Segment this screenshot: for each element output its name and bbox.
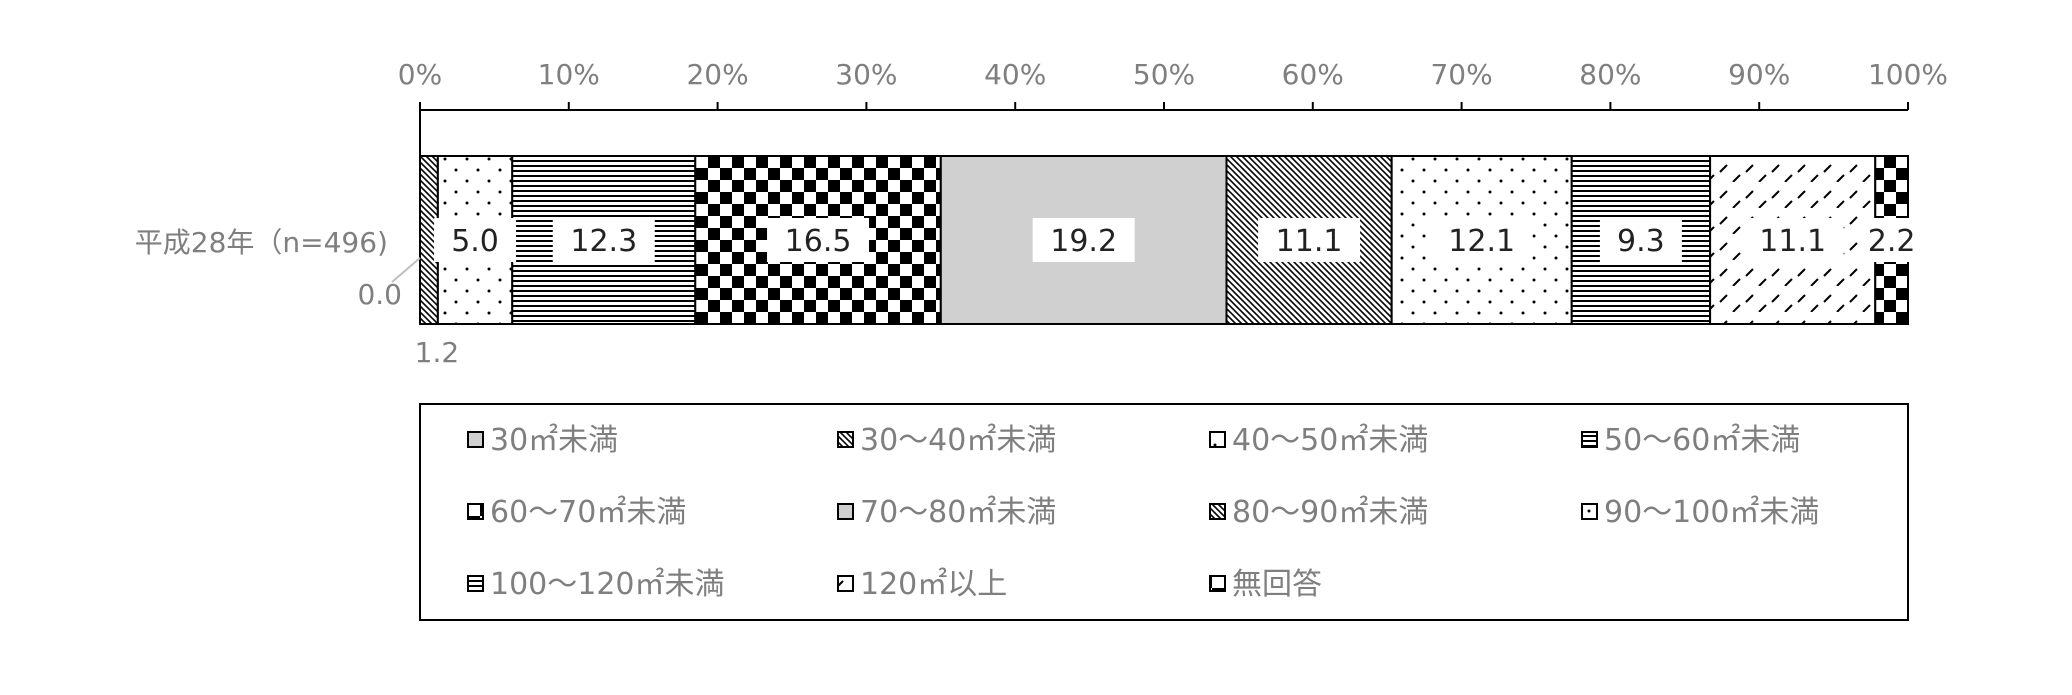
data-label: 9.3 — [1617, 224, 1665, 259]
data-label: 12.1 — [1448, 224, 1515, 259]
legend-label: 80～90㎡未満 — [1232, 495, 1428, 530]
legend-box — [419, 403, 1909, 621]
legend-label: 90～100㎡未満 — [1604, 495, 1819, 530]
legend-label: 120㎡以上 — [860, 567, 1007, 602]
legend-swatch — [467, 575, 484, 592]
data-label: 2.2 — [1868, 224, 1916, 259]
legend-swatch — [1209, 503, 1226, 520]
data-label: 11.1 — [1276, 224, 1343, 259]
x-tick-label: 90% — [1728, 58, 1790, 91]
legend-label: 70～80㎡未満 — [860, 495, 1056, 530]
x-tick-label: 10% — [538, 58, 600, 91]
data-label: 16.5 — [785, 224, 852, 259]
data-label-box — [1430, 218, 1533, 262]
x-tick-label: 40% — [984, 58, 1046, 91]
x-tick-label: 100% — [1868, 58, 1948, 91]
data-label: 19.2 — [1050, 224, 1117, 259]
data-label: 1.2 — [415, 336, 460, 369]
legend-swatch — [837, 431, 854, 448]
legend-swatch — [837, 575, 854, 592]
x-tick-label: 70% — [1430, 58, 1492, 91]
x-axis: 0% 10% 20% 30% 40% 50% 60% 70% 80% 90% 100% — [398, 58, 1948, 324]
x-tick-label: 20% — [686, 58, 748, 91]
x-tick-label: 80% — [1579, 58, 1641, 91]
data-label-box — [552, 218, 655, 262]
legend-swatch — [1581, 503, 1598, 520]
data-label-box — [1032, 218, 1135, 262]
x-tick-label: 0% — [398, 58, 442, 91]
legend-label: 60～70㎡未満 — [490, 495, 686, 530]
legend-swatch — [1581, 431, 1598, 448]
x-tick-label: 30% — [835, 58, 897, 91]
data-label: 5.0 — [451, 224, 499, 259]
data-label-box — [767, 218, 870, 262]
data-label-box — [1258, 218, 1361, 262]
data-label-box — [1858, 218, 1925, 262]
legend-swatch — [467, 503, 484, 520]
legend-label: 100～120㎡未満 — [490, 567, 725, 602]
leader-line — [391, 257, 421, 283]
data-label-box — [1741, 218, 1844, 262]
legend-label: 30㎡未満 — [490, 423, 618, 458]
legend-swatch — [1209, 575, 1226, 592]
data-label-box — [434, 218, 517, 262]
legend-label: 40～50㎡未満 — [1232, 423, 1428, 458]
legend-swatch — [467, 431, 484, 448]
legend-swatch — [837, 503, 854, 520]
legend-swatch — [1209, 431, 1226, 448]
category-label: 平成28年（n=496) — [135, 226, 388, 259]
data-label: 0.0 — [357, 278, 402, 311]
x-tick-label: 60% — [1282, 58, 1344, 91]
data-labels: 0.0 1.2 5.0 12.3 16.5 19.2 11.1 12.1 9.3 11.1 2.2 — [357, 218, 1925, 369]
legend-label: 30～40㎡未満 — [860, 423, 1056, 458]
legend-label: 50～60㎡未満 — [1604, 423, 1800, 458]
data-label: 11.1 — [1759, 224, 1826, 259]
legend-label: 無回答 — [1232, 567, 1322, 602]
data-label-box — [1599, 218, 1682, 262]
legend: 30㎡未満 30～40㎡未満 40～50㎡未満 50～60㎡未満 60～70㎡未満 70～… — [419, 403, 1909, 621]
data-label: 12.3 — [570, 224, 637, 259]
x-tick-label: 50% — [1133, 58, 1195, 91]
